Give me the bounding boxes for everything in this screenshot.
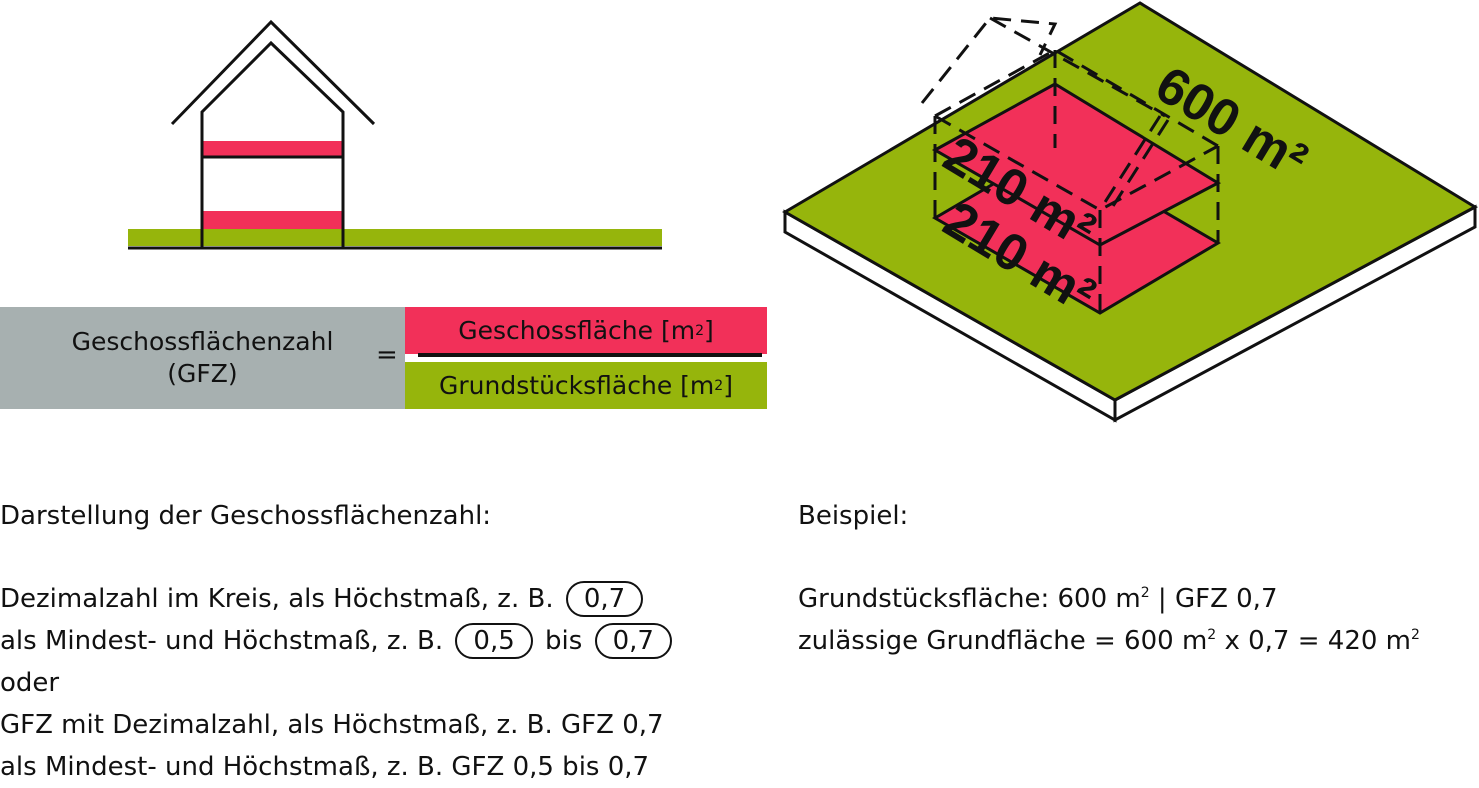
example-line-2-exp-a: 2 bbox=[1207, 627, 1217, 643]
house-outline bbox=[200, 40, 345, 248]
notation-line-3: oder bbox=[0, 668, 60, 698]
notation-line-1-text: Dezimalzahl im Kreis, als Höchstmaß, z. … bbox=[0, 584, 554, 614]
example-line-1a: Grundstücksfläche: 600 m bbox=[798, 584, 1141, 614]
equals-sign: = bbox=[376, 340, 398, 370]
notation-line-1: Dezimalzahl im Kreis, als Höchstmaß, z. … bbox=[0, 578, 647, 620]
example-line-2b: x 0,7 = 420 m bbox=[1216, 626, 1411, 656]
example-line-2: zulässige Grundfläche = 600 m2 x 0,7 = 4… bbox=[798, 620, 1420, 662]
gfz-term-name: Geschossflächenzahl bbox=[71, 327, 334, 356]
bis-word: bis bbox=[545, 626, 583, 656]
denominator-close: ] bbox=[723, 371, 733, 400]
notation-line-2-text: als Mindest- und Höchstmaß, z. B. bbox=[0, 626, 444, 656]
circle-value-max-2: 0,7 bbox=[594, 623, 672, 659]
example-line-1b: | GFZ 0,7 bbox=[1149, 584, 1278, 614]
roof-outline bbox=[170, 19, 376, 126]
example-heading: Beispiel: bbox=[798, 501, 909, 531]
numerator-close: ] bbox=[703, 316, 714, 345]
building-dashed-outline bbox=[920, 16, 1220, 313]
notation-line-5: als Mindest- und Höchstmaß, z. B. GFZ 0,… bbox=[0, 752, 650, 782]
notation-line-4: GFZ mit Dezimalzahl, als Höchstmaß, z. B… bbox=[0, 710, 664, 740]
example-line-2a: zulässige Grundfläche = 600 m bbox=[798, 626, 1208, 656]
ground-strip bbox=[128, 229, 662, 246]
denominator-label: Grundstücksfläche [m bbox=[439, 371, 715, 400]
example-line-1-exp: 2 bbox=[1140, 585, 1150, 601]
circle-value-max: 0,7 bbox=[565, 581, 644, 617]
numerator-label: Geschossfläche [m bbox=[458, 316, 696, 345]
circle-value-min: 0,5 bbox=[455, 623, 533, 659]
lower-floor-slab bbox=[202, 211, 343, 229]
notation-line-2: als Mindest- und Höchstmaß, z. B. 0,5 bi… bbox=[0, 620, 676, 662]
notation-heading: Darstellung der Geschossflächenzahl: bbox=[0, 501, 492, 531]
example-line-1: Grundstücksfläche: 600 m2 | GFZ 0,7 bbox=[798, 578, 1278, 620]
example-line-2-exp-b: 2 bbox=[1411, 627, 1420, 643]
upper-floor-slab bbox=[202, 141, 343, 157]
gfz-term-box: Geschossflächenzahl (GFZ) bbox=[0, 307, 405, 409]
gfz-term-abbr: (GFZ) bbox=[167, 359, 238, 388]
fraction-line bbox=[418, 353, 762, 357]
